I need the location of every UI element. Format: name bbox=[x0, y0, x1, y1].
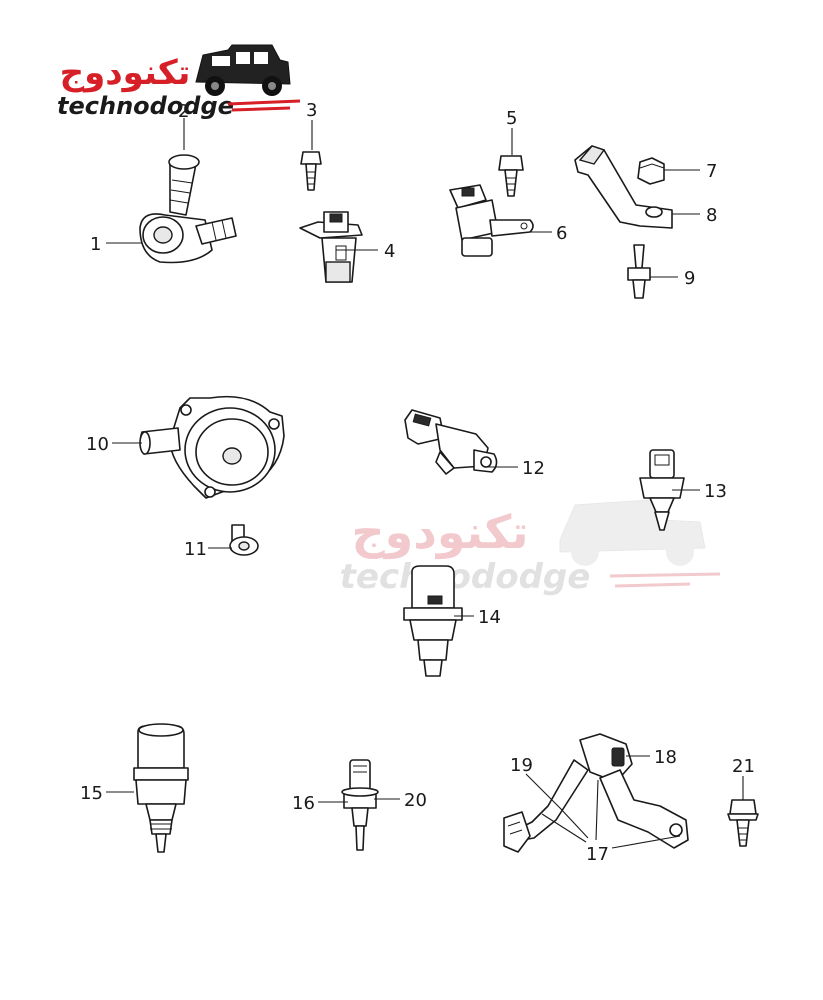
part-1-knock-sensor bbox=[139, 213, 237, 264]
logo-arabic: تكنودوج bbox=[60, 53, 191, 93]
part-4-sensor bbox=[299, 211, 363, 283]
part-11-screw bbox=[229, 524, 259, 556]
callout-13: 13 bbox=[704, 481, 727, 502]
callout-4: 4 bbox=[384, 241, 395, 262]
part-16-temp-sensor bbox=[343, 759, 377, 851]
callout-21: 21 bbox=[732, 756, 755, 777]
part-2-bolt bbox=[168, 154, 200, 216]
part-7-nut bbox=[637, 157, 665, 185]
part-12-map-sensor bbox=[404, 409, 498, 475]
callout-7: 7 bbox=[706, 161, 717, 182]
callout-17: 17 bbox=[586, 844, 609, 865]
part-8-bracket bbox=[574, 145, 673, 229]
callout-11: 11 bbox=[184, 539, 207, 560]
callout-12: 12 bbox=[522, 458, 545, 479]
part-13-temp-sensor bbox=[639, 449, 685, 531]
part-5-bolt bbox=[498, 155, 524, 197]
part-6-cam-sensor bbox=[449, 184, 534, 257]
callout-14: 14 bbox=[478, 607, 501, 628]
callout-3: 3 bbox=[306, 100, 317, 121]
callout-15: 15 bbox=[80, 783, 103, 804]
callout-2: 2 bbox=[178, 101, 189, 122]
callout-1: 1 bbox=[90, 234, 101, 255]
callout-10: 10 bbox=[86, 434, 109, 455]
part-3-bolt bbox=[300, 151, 322, 191]
callout-5: 5 bbox=[506, 108, 517, 129]
callout-16: 16 bbox=[292, 793, 315, 814]
callout-19: 19 bbox=[510, 755, 533, 776]
leader-lines bbox=[106, 118, 744, 849]
part-21-bolt bbox=[727, 799, 759, 847]
jeep-icon bbox=[195, 44, 291, 96]
callout-6: 6 bbox=[556, 223, 567, 244]
part-14-sensor bbox=[403, 565, 463, 677]
part-20-o-ring bbox=[341, 787, 379, 797]
part-17-bracket bbox=[599, 769, 689, 849]
logo-swoosh bbox=[227, 99, 301, 112]
callout-18: 18 bbox=[654, 747, 677, 768]
watermark-arabic: تكنودوج bbox=[352, 505, 529, 559]
callout-9: 9 bbox=[684, 268, 695, 289]
logo-latin: technododge bbox=[57, 92, 234, 120]
callout-20: 20 bbox=[404, 790, 427, 811]
watermark-latin: technododge bbox=[340, 557, 591, 597]
part-9-stud bbox=[627, 244, 651, 299]
watermark: تكنودوج technododge bbox=[340, 499, 721, 597]
part-10-actuator bbox=[139, 395, 285, 499]
callout-8: 8 bbox=[706, 205, 717, 226]
part-19-harness bbox=[503, 759, 589, 853]
logo: تكنودوج technododge bbox=[57, 44, 301, 120]
callout-labels: 1 2 3 4 5 6 7 8 9 10 11 12 13 14 15 16 1… bbox=[80, 100, 755, 865]
watermark-jeep-icon bbox=[559, 499, 706, 566]
part-15-pressure-sensor bbox=[133, 723, 189, 853]
